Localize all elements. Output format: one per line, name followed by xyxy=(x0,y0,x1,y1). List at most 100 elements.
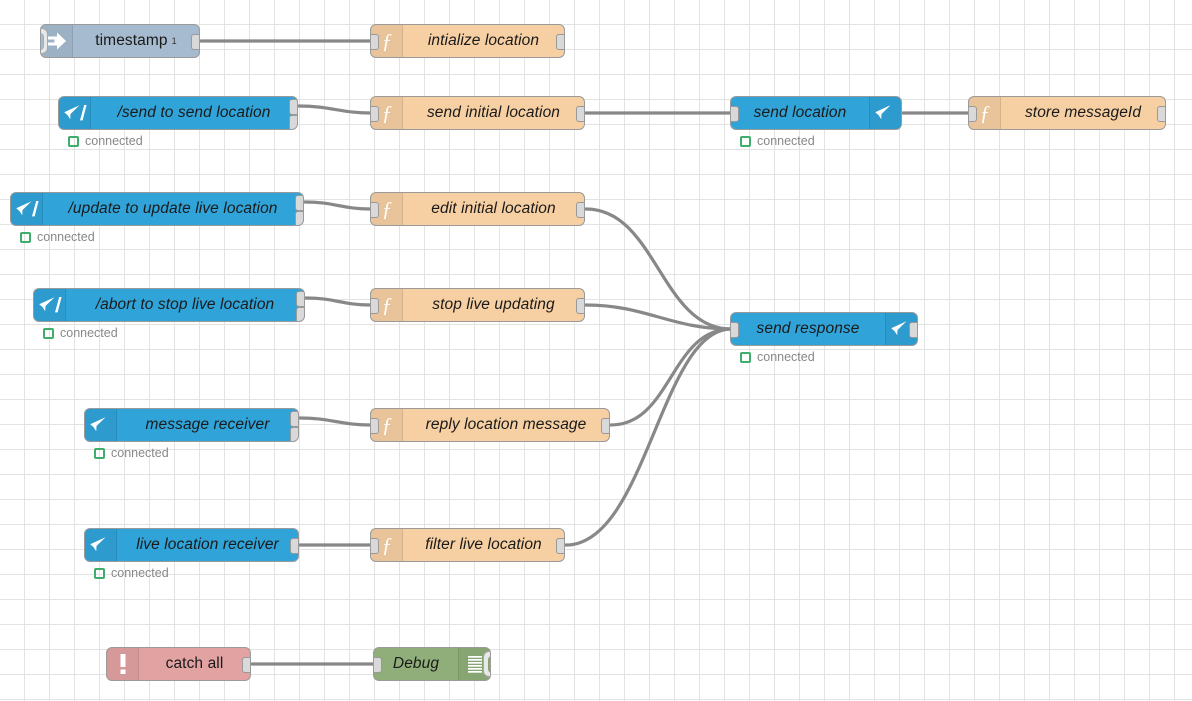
status-text: connected xyxy=(111,446,169,460)
input-port[interactable] xyxy=(969,106,977,122)
input-port[interactable] xyxy=(371,106,379,122)
wire-n3-to-n4[interactable] xyxy=(297,104,373,115)
input-port[interactable] xyxy=(371,34,379,50)
node-send-location[interactable]: send location xyxy=(730,96,902,130)
status-text: connected xyxy=(111,566,169,580)
output-port[interactable] xyxy=(556,34,564,50)
node-status: connected xyxy=(20,230,95,244)
node-label: /send to send location xyxy=(117,104,271,121)
output-port-1[interactable] xyxy=(289,99,297,115)
output-port[interactable] xyxy=(909,322,917,338)
node-status: connected xyxy=(740,350,815,364)
node-label: edit initial location xyxy=(431,200,556,217)
status-ring-icon xyxy=(740,351,751,363)
output-port[interactable] xyxy=(601,418,609,434)
node-label: send response xyxy=(756,320,860,337)
node-label: /abort to stop live location xyxy=(95,296,275,313)
input-port[interactable] xyxy=(374,657,382,673)
inject-trigger-button[interactable] xyxy=(41,28,48,54)
status-text: connected xyxy=(37,230,95,244)
svg-text:ƒ: ƒ xyxy=(381,413,392,437)
input-port[interactable] xyxy=(731,106,739,122)
function-f-icon: ƒ xyxy=(371,97,403,129)
telegram-plane-icon xyxy=(85,409,117,441)
input-port[interactable] xyxy=(371,418,379,434)
node-send-to-send-location[interactable]: /send to send location xyxy=(58,96,298,130)
wire-n9-to-n10[interactable] xyxy=(304,296,373,307)
output-port-1[interactable] xyxy=(295,195,303,211)
status-ring-icon xyxy=(740,135,751,147)
node-stop-live-updating[interactable]: ƒ stop live updating xyxy=(370,288,585,322)
node-status: connected xyxy=(94,446,169,460)
node-send-initial-location[interactable]: ƒ send initial location xyxy=(370,96,585,130)
node-label: message receiver xyxy=(145,416,270,433)
output-port[interactable] xyxy=(556,538,564,554)
status-ring-icon xyxy=(20,231,31,243)
status-text: connected xyxy=(757,350,815,364)
output-port-2[interactable] xyxy=(296,307,304,321)
output-port[interactable] xyxy=(576,298,584,314)
node-status: connected xyxy=(740,134,815,148)
node-label: send initial location xyxy=(426,104,561,121)
node-catch-all[interactable]: catch all xyxy=(106,647,251,681)
node-send-response[interactable]: send response xyxy=(730,312,918,346)
wire-n10-to-n11[interactable] xyxy=(584,303,733,331)
wire-n13-to-n11[interactable] xyxy=(609,327,733,427)
telegram-command-icon xyxy=(11,193,43,225)
output-port[interactable] xyxy=(290,538,298,554)
node-message-receiver[interactable]: message receiver xyxy=(84,408,299,442)
alert-exclamation-icon xyxy=(107,648,139,680)
inject-trigger-button-inner xyxy=(41,33,44,50)
node-update-to-update-live-location[interactable]: /update to update live location xyxy=(10,192,304,226)
svg-text:ƒ: ƒ xyxy=(381,293,392,317)
input-port[interactable] xyxy=(371,298,379,314)
node-status: connected xyxy=(94,566,169,580)
input-port[interactable] xyxy=(731,322,739,338)
wire-n12-to-n13[interactable] xyxy=(298,416,373,427)
status-ring-icon xyxy=(94,567,105,579)
svg-text:ƒ: ƒ xyxy=(979,101,990,125)
output-port[interactable] xyxy=(576,106,584,122)
status-text: connected xyxy=(757,134,815,148)
wire-n8-to-n11[interactable] xyxy=(584,207,733,331)
node-debug[interactable]: Debug xyxy=(373,647,491,681)
node-status: connected xyxy=(43,326,118,340)
node-label: catch all xyxy=(165,655,224,672)
output-port-2[interactable] xyxy=(290,427,298,441)
status-text: connected xyxy=(85,134,143,148)
node-store-messageid[interactable]: ƒ store messageId xyxy=(968,96,1166,130)
output-port-1[interactable] xyxy=(290,411,298,427)
telegram-plane-icon xyxy=(869,97,901,129)
output-port-2[interactable] xyxy=(289,115,297,129)
node-label-superscript: 1 xyxy=(171,36,177,46)
output-port[interactable] xyxy=(242,657,250,673)
node-label: send location xyxy=(753,104,847,121)
status-text: connected xyxy=(60,326,118,340)
node-label: store messageId xyxy=(1024,104,1142,121)
output-port[interactable] xyxy=(576,202,584,218)
node-live-location-receiver[interactable]: live location receiver xyxy=(84,528,299,562)
node-abort-to-stop-live-location[interactable]: /abort to stop live location xyxy=(33,288,305,322)
output-port-2[interactable] xyxy=(295,211,303,225)
node-label: live location receiver xyxy=(136,536,279,553)
input-port[interactable] xyxy=(371,202,379,218)
output-port[interactable] xyxy=(191,34,199,50)
svg-text:ƒ: ƒ xyxy=(381,533,392,557)
output-port-1[interactable] xyxy=(296,291,304,307)
node-label: Debug xyxy=(392,655,440,672)
debug-enable-toggle-inner xyxy=(488,656,490,673)
input-port[interactable] xyxy=(371,538,379,554)
node-label: /update to update live location xyxy=(68,200,278,217)
wire-n7-to-n8[interactable] xyxy=(303,200,373,211)
output-port[interactable] xyxy=(1157,106,1165,122)
telegram-command-icon xyxy=(59,97,91,129)
node-label: intialize location xyxy=(427,32,540,49)
node-label: stop live updating xyxy=(432,296,555,313)
debug-enable-toggle[interactable] xyxy=(483,651,490,677)
